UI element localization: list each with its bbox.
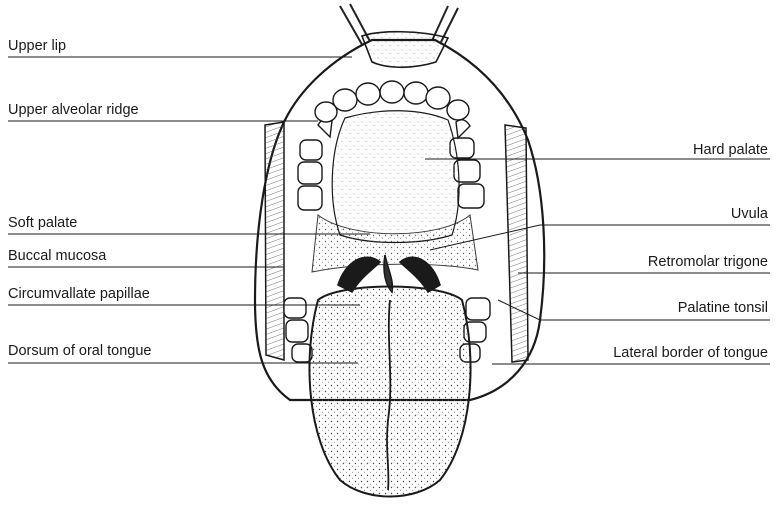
label-retromolar-trigone: Retromolar trigone — [648, 254, 768, 270]
label-palatine-tonsil: Palatine tonsil — [678, 300, 768, 316]
label-lateral-border-of-tongue: Lateral border of tongue — [613, 345, 768, 361]
label-circumvallate-papillae: Circumvallate papillae — [8, 286, 150, 302]
label-uvula: Uvula — [731, 206, 768, 222]
label-upper-alveolar-ridge: Upper alveolar ridge — [8, 102, 139, 118]
label-hard-palate: Hard palate — [693, 142, 768, 158]
label-upper-lip: Upper lip — [8, 38, 66, 54]
label-soft-palate: Soft palate — [8, 215, 77, 231]
upper-lip — [362, 32, 448, 68]
label-buccal-mucosa: Buccal mucosa — [8, 248, 106, 264]
left-cheek — [265, 122, 284, 360]
hard-palate — [332, 111, 459, 243]
label-dorsum-of-oral-tongue: Dorsum of oral tongue — [8, 343, 151, 359]
